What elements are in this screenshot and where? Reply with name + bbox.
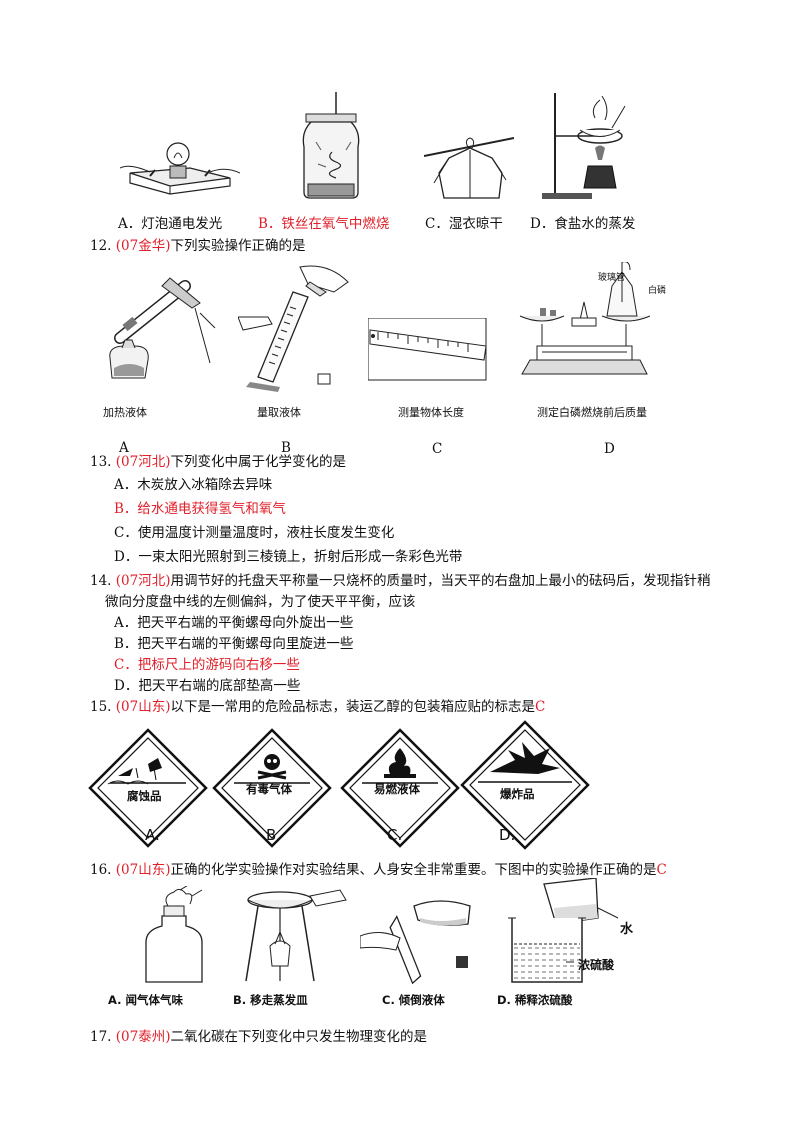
- bulb-figure: [120, 128, 240, 203]
- iron-wire-jar-figure: [296, 92, 366, 202]
- q16-caption-b: B. 移走蒸发皿: [233, 993, 308, 1007]
- q16-caption-d: D. 稀释浓硫酸: [497, 993, 573, 1007]
- q11-option-b: B．铁丝在氧气中燃烧: [258, 216, 390, 232]
- hazard-label-corrosive: 腐蚀品: [127, 789, 162, 803]
- clothes-hanger-figure: [424, 128, 514, 203]
- hazard-label-explosive: 爆炸品: [500, 787, 535, 801]
- hazard-sign-toxic: [212, 728, 332, 848]
- q12-caption-c: 测量物体长度: [398, 406, 464, 419]
- q12-letter-a: A: [119, 440, 129, 456]
- label-conc-acid: 浓硫酸: [578, 958, 615, 972]
- q12-letter-d: D: [604, 441, 615, 457]
- q14-option-a: A．把天平右端的平衡螺母向外旋出一些: [114, 615, 354, 631]
- hazard-letter-b: B.: [266, 826, 282, 844]
- label-water: 水: [620, 922, 634, 937]
- q14-option-d: D．把天平右端的底部垫高一些: [114, 678, 301, 694]
- heating-liquid-figure: [100, 268, 220, 388]
- hazard-letter-c: C.: [387, 826, 403, 844]
- hazard-label-toxic: 有毒气体: [246, 782, 292, 796]
- hazard-letter-a: A.: [145, 826, 160, 844]
- q17-stem: 17. (07泰州)二氧化碳在下列变化中只发生物理变化的是: [90, 1029, 427, 1045]
- hazard-sign-explosive: [460, 720, 590, 850]
- q13-option-a: A．木炭放入冰箱除去异味: [114, 477, 273, 493]
- q12-letter-c: C: [432, 441, 443, 457]
- q14-stem-line1: 14. (07河北)用调节好的托盘天平称量一只烧杯的质量时，当天平的右盘加上最小…: [90, 573, 711, 589]
- ruler-measure-figure: [368, 318, 488, 383]
- q16-caption-a: A. 闻气体气味: [108, 993, 183, 1007]
- q14-option-b: B．把天平右端的平衡螺母向里旋进一些: [114, 636, 354, 652]
- q14-stem-line2: 微向分度盘中线的左侧偏斜，为了使天平平衡，应该: [105, 594, 416, 610]
- q16-stem: 16. (07山东)正确的化学实验操作对实验结果、人身安全非常重要。下图中的实验…: [90, 862, 667, 878]
- q12-caption-a: 加热液体: [103, 406, 147, 419]
- hazard-sign-corrosive: [88, 728, 208, 848]
- smell-gas-figure: [140, 886, 210, 986]
- q15-stem: 15. (07山东)以下是一常用的危险品标志，装运乙醇的包装箱应贴的标志是C: [90, 699, 546, 715]
- q12-letter-b: B: [281, 440, 291, 456]
- hazard-label-flammable: 易燃液体: [374, 782, 420, 796]
- evaporation-figure: [540, 88, 630, 203]
- pour-liquid-figure: [360, 888, 480, 988]
- q13-stem: 13. (07河北)下列变化中属于化学变化的是: [90, 454, 346, 470]
- q11-option-d: D．食盐水的蒸发: [530, 216, 636, 232]
- label-white-phosphorus: 白磷: [648, 286, 667, 296]
- q11-option-c: C．湿衣晾干: [425, 216, 503, 232]
- q12-caption-b: 量取液体: [257, 406, 301, 419]
- balance-phosphorus-figure: [512, 262, 657, 387]
- q12-caption-d: 测定白磷燃烧前后质量: [537, 406, 647, 419]
- hazard-sign-flammable: [340, 728, 460, 848]
- q11-option-a: A．灯泡通电发光: [118, 216, 223, 232]
- move-dish-figure: [240, 886, 350, 986]
- q12-stem: 12. (07金华)下列实验操作正确的是: [90, 238, 306, 254]
- q13-option-b: B．给水通电获得氢气和氧气: [114, 501, 286, 517]
- q13-option-c: C．使用温度计测量温度时，液柱长度发生变化: [114, 525, 395, 541]
- q14-option-c: C．把标尺上的游码向右移一些: [114, 657, 300, 673]
- dilute-acid-figure: [506, 878, 626, 988]
- label-glass-tube: 玻璃管: [598, 273, 626, 283]
- q16-caption-c: C. 倾倒液体: [382, 993, 445, 1007]
- hazard-letter-d: D.: [499, 826, 516, 844]
- q13-option-d: D．一束太阳光照射到三棱镜上，折射后形成一条彩色光带: [114, 549, 463, 565]
- graduated-cylinder-figure: [238, 262, 358, 392]
